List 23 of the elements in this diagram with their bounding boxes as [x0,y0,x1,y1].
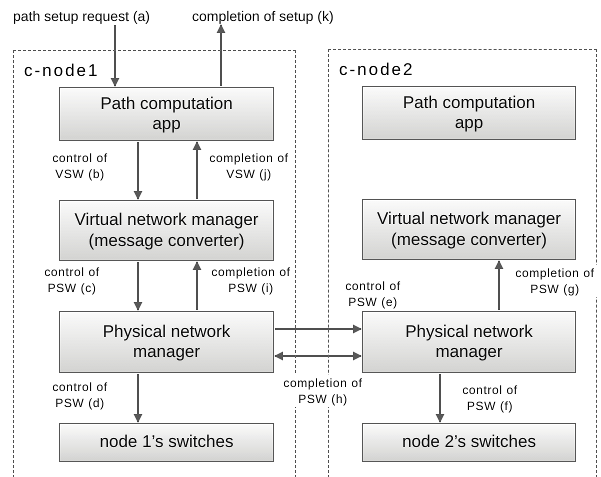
arrow [274,352,362,360]
arrow [110,25,120,87]
process-box: node 2’s switches [362,423,576,462]
arrow [134,262,142,311]
group-title: c-node1 [24,61,100,81]
arrow [216,24,226,86]
process-box: node 1’s switches [59,423,274,462]
arrow [494,260,504,310]
arrow [192,141,202,199]
arrow [134,142,142,200]
arrow [192,261,202,310]
process-box: Virtual network manager (message converter) [59,200,274,261]
process-box: Physical network manager [59,311,274,373]
annotation-text: completion of setup (k) [192,8,334,24]
arrow [275,324,362,334]
process-box: Virtual network manager (message converter) [362,199,576,260]
process-box: Path computation app [362,86,576,140]
arrow [134,374,142,423]
process-box: Physical network manager [362,311,576,373]
process-box: Path computation app [59,87,274,141]
arrow [436,374,444,423]
annotation-text: path setup request (a) [13,8,150,24]
group-title: c-node2 [339,60,414,80]
